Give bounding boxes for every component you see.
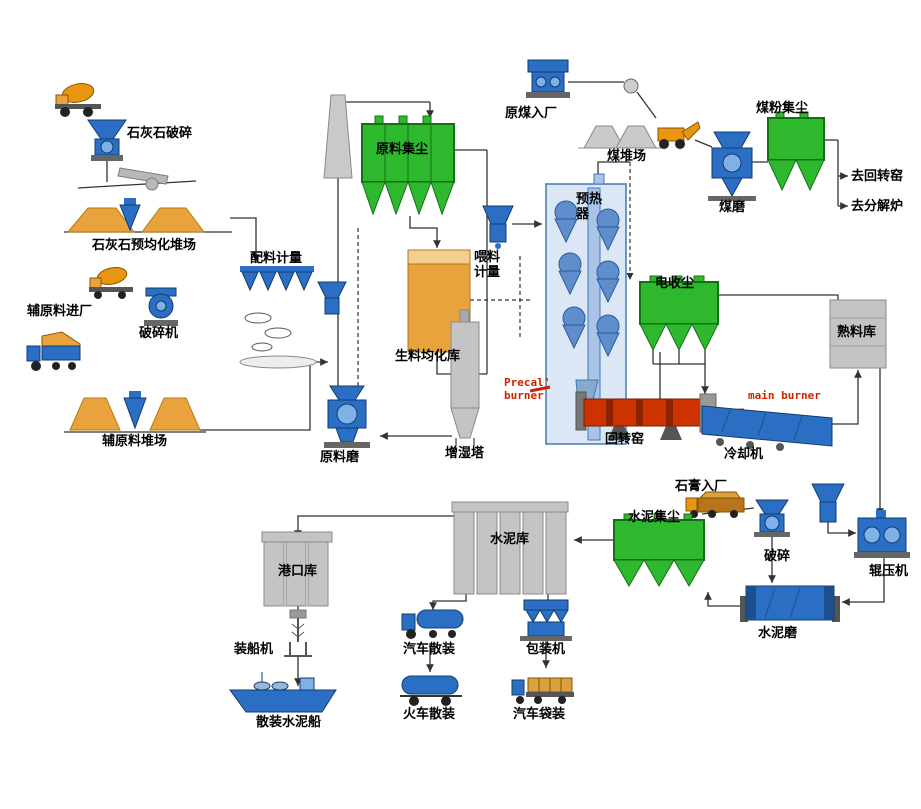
label-ship-loader: 装船机	[234, 641, 274, 656]
label-truck-bulk: 汽车散装	[403, 641, 456, 656]
label-clinker-silo: 熟料库	[837, 324, 877, 339]
label-gypsum-in: 石膏入厂	[675, 478, 728, 493]
label-port-silo: 港口库	[278, 563, 318, 578]
label-preheater: 预热器	[576, 191, 603, 221]
gypsum-truck-icon	[685, 491, 745, 518]
rail-tank-car-icon	[400, 675, 462, 706]
label-cement-silo: 水泥库	[490, 531, 530, 546]
dump-truck-icon	[26, 331, 81, 371]
label-coal-yard: 煤堆场	[607, 148, 647, 163]
aux-mixer-truck-icon	[89, 267, 133, 299]
wheel-loader-icon	[657, 121, 701, 149]
aux-yard-piles-icon	[69, 391, 201, 431]
label-cooler: 冷却机	[724, 446, 764, 461]
coal-crusher-icon	[526, 59, 570, 98]
label-raw-mill: 原料磨	[320, 449, 360, 464]
humidifying-tower-icon	[450, 309, 480, 446]
limestone-crusher-icon	[87, 119, 127, 161]
label-to-rotary-kiln: 去回转窑	[851, 168, 904, 183]
raw-mill-feed-hopper-icon	[317, 281, 347, 315]
electrostatic-precipitator-icon	[639, 275, 719, 352]
label-bulk-cement-ship: 散装水泥船	[256, 714, 322, 729]
conveyor-pulley-icon	[623, 78, 639, 94]
packing-machine-icon	[520, 599, 572, 641]
gypsum-crusher-icon	[754, 499, 790, 537]
label-electrostatic-precipitator: 电收尘	[655, 275, 695, 290]
ship-loader-icon	[284, 609, 312, 657]
limestone-yard-piles-icon	[66, 198, 205, 233]
raw-mill-icon	[324, 385, 370, 448]
coal-mill-icon	[708, 131, 756, 201]
label-coal-dust-collector: 煤粉集尘	[756, 100, 809, 115]
port-silo-icon	[261, 531, 333, 607]
precal-burner-icon	[529, 385, 551, 393]
label-rotary-kiln: 回转窑	[605, 431, 645, 446]
label-to-calciner: 去分解炉	[851, 198, 904, 213]
label-aux-raw-material-yard: 辅原料堆场	[102, 433, 168, 448]
label-packing-machine: 包装机	[526, 641, 566, 656]
bagged-cement-truck-icon	[511, 677, 574, 704]
limestone-mixer-truck-icon	[55, 83, 101, 117]
batching-hoppers-icon	[239, 266, 317, 369]
raw-dust-collector-icon	[361, 115, 455, 216]
roller-press-icon	[854, 510, 910, 558]
label-limestone-crushing: 石灰石破碎	[127, 125, 193, 140]
clinker-silo-icon	[829, 299, 887, 369]
label-crusher: 破碎机	[139, 325, 179, 340]
label-raw-meal-homogenizing-silo: 生料均化库	[395, 348, 461, 363]
coal-dust-collector-icon	[767, 111, 825, 192]
label-feed-metering: 喂料计量	[474, 249, 501, 279]
label-main-burner: main burner	[748, 389, 821, 402]
label-batching-metering: 配料计量	[250, 250, 303, 265]
label-aux-raw-material-in: 辅原料进厂	[27, 303, 93, 318]
label-limestone-preblending-yard: 石灰石预均化堆场	[92, 237, 197, 252]
chimney-icon	[323, 94, 353, 179]
cement-silo-icon	[451, 501, 569, 595]
clinker-cooler-icon	[701, 405, 833, 451]
bulk-cement-ship-icon	[229, 672, 337, 713]
bulk-tanker-truck-icon	[401, 609, 464, 639]
label-coal-mill: 煤磨	[719, 199, 746, 214]
clinker-feed-hopper-icon	[811, 483, 845, 523]
coal-yard-piles-icon	[578, 125, 664, 149]
label-train-bulk: 火车散装	[403, 706, 456, 721]
label-raw-coal-in: 原煤入厂	[505, 105, 558, 120]
label-humidifying-tower: 增湿塔	[445, 445, 485, 460]
label-cement-dust-collector: 水泥集尘	[628, 509, 681, 524]
label-cement-mill: 水泥磨	[758, 625, 798, 640]
rotary-kiln-icon	[575, 391, 717, 440]
cement-mill-icon	[740, 585, 840, 622]
label-raw-material-dust-collector: 原料集尘	[376, 141, 429, 156]
feed-metering-hopper-icon	[482, 205, 514, 249]
label-roller-press: 辊压机	[869, 563, 909, 578]
cement-dust-collector-icon	[613, 513, 705, 588]
label-precal-burner: Precal' burner	[504, 376, 551, 402]
label-gypsum-crushing: 破碎	[764, 548, 791, 563]
label-truck-bagged: 汽车袋装	[513, 706, 566, 721]
stacker-arm-icon	[117, 167, 169, 191]
aux-crusher-icon	[144, 287, 178, 326]
